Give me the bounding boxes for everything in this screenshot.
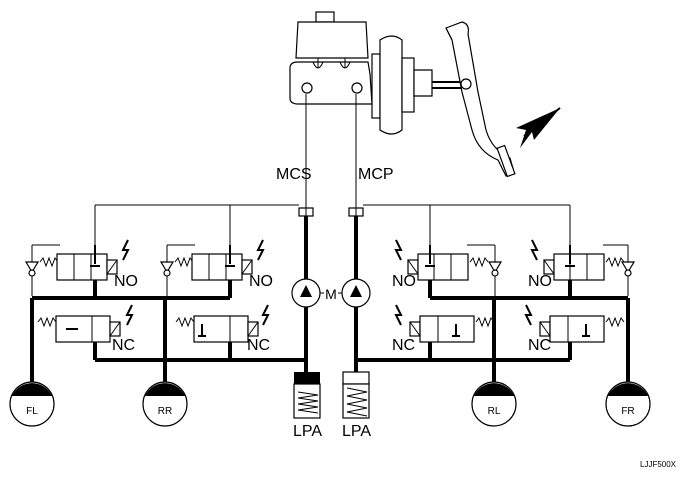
- hydraulic-lines: [30, 216, 630, 384]
- lightning-bolt-icon: [256, 239, 265, 261]
- wheel-fr: FR: [605, 381, 651, 427]
- no-label-fl: NO: [114, 273, 138, 290]
- no-label-rr: NO: [249, 273, 273, 290]
- inlet-valve-fr: [543, 245, 625, 281]
- wheel-rr-label: RR: [158, 406, 172, 417]
- nc-label-rl: NC: [392, 337, 415, 354]
- wheel-fl-label: FL: [26, 406, 38, 417]
- outlet-valve-rl: [409, 315, 495, 343]
- lightning-bolt-icon: [121, 239, 130, 261]
- lpa-label-right: LPA: [342, 423, 371, 440]
- nc-label-fl: NC: [112, 337, 135, 354]
- wheel-rl: RL: [471, 381, 517, 427]
- outlet-valve-fr: [539, 315, 625, 343]
- check-valve-icon: [24, 261, 40, 277]
- supply-lines: [31, 204, 629, 296]
- check-valve-icon: [620, 261, 636, 277]
- lightning-bolt-icon: [125, 304, 134, 326]
- lpa-label-left: LPA: [293, 423, 322, 440]
- check-valve-icon: [159, 261, 175, 277]
- wheel-rl-label: RL: [488, 406, 501, 417]
- check-valve-icon: [487, 261, 503, 277]
- inlet-valve-rr: [174, 245, 253, 281]
- inlet-valve-rl: [407, 245, 489, 281]
- wheel-fl: FL: [9, 381, 55, 427]
- lightning-bolt-icon: [530, 239, 539, 261]
- nc-label-rr: NC: [247, 337, 270, 354]
- brake-pedal: [445, 21, 516, 178]
- press-arrow-icon: [516, 107, 561, 148]
- mcs-label: MCS: [276, 166, 312, 183]
- lightning-bolt-icon: [524, 304, 533, 326]
- inlet-valve-fl: [39, 245, 118, 281]
- pump-left: [291, 278, 321, 308]
- pump-right: [341, 278, 371, 308]
- lightning-bolt-icon: [394, 304, 403, 326]
- no-label-rl: NO: [392, 273, 416, 290]
- wheel-fr-label: FR: [621, 406, 634, 417]
- lightning-bolt-icon: [261, 304, 270, 326]
- master-cylinder-assembly: [289, 11, 373, 105]
- nc-label-fr: NC: [528, 337, 551, 354]
- lpa-right: [342, 371, 370, 419]
- outlet-valve-fl: [37, 315, 121, 343]
- motor-label: M: [325, 286, 337, 302]
- no-label-fr: NO: [528, 273, 552, 290]
- lightning-bolt-icon: [394, 239, 403, 261]
- outlet-valve-rr: [175, 315, 259, 343]
- figure-code: LJJF500X: [640, 460, 677, 469]
- mcp-label: MCP: [358, 166, 394, 183]
- wheel-rr: RR: [142, 381, 188, 427]
- lpa-left: [293, 372, 321, 419]
